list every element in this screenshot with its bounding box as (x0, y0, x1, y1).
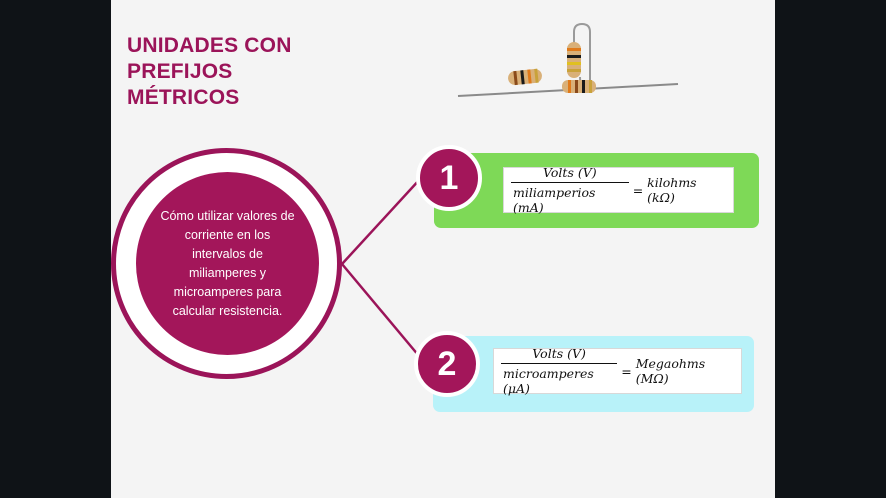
connector-lines (341, 177, 422, 357)
denominator: miliamperios (mA) (511, 182, 629, 215)
slide: UNIDADES CON PREFIJOS MÉTRICOS Cómo uti (111, 0, 775, 498)
title-line: PREFIJOS (127, 60, 233, 83)
title-line: MÉTRICOS (127, 86, 240, 109)
formula-kilohms: Volts (V) miliamperios (mA) = kilohms (k… (503, 165, 734, 215)
equals-sign: = (632, 182, 644, 198)
number-badge-1: 1 (416, 145, 482, 211)
numerator: Volts (V) (532, 346, 586, 361)
slide-title: UNIDADES CON PREFIJOS MÉTRICOS (127, 33, 367, 111)
center-circle: Cómo utilizar valores de corriente en lo… (136, 172, 319, 355)
result: kilohms (kΩ) (647, 175, 697, 205)
numerator: Volts (V) (543, 165, 597, 180)
formula-megaohms: Volts (V) microamperes (μA) = Megaohms (… (493, 346, 742, 396)
fraction: Volts (V) microamperes (μA) (501, 346, 618, 396)
result: Megaohms (MΩ) (635, 356, 706, 386)
fraction: Volts (V) miliamperios (mA) (511, 165, 629, 215)
resistors-illustration (457, 22, 679, 97)
denominator: microamperes (μA) (501, 363, 618, 396)
center-text: Cómo utilizar valores de corriente en lo… (160, 208, 295, 318)
number-badge-2: 2 (414, 331, 480, 397)
equals-sign: = (621, 363, 632, 379)
title-line: UNIDADES CON (127, 34, 292, 57)
